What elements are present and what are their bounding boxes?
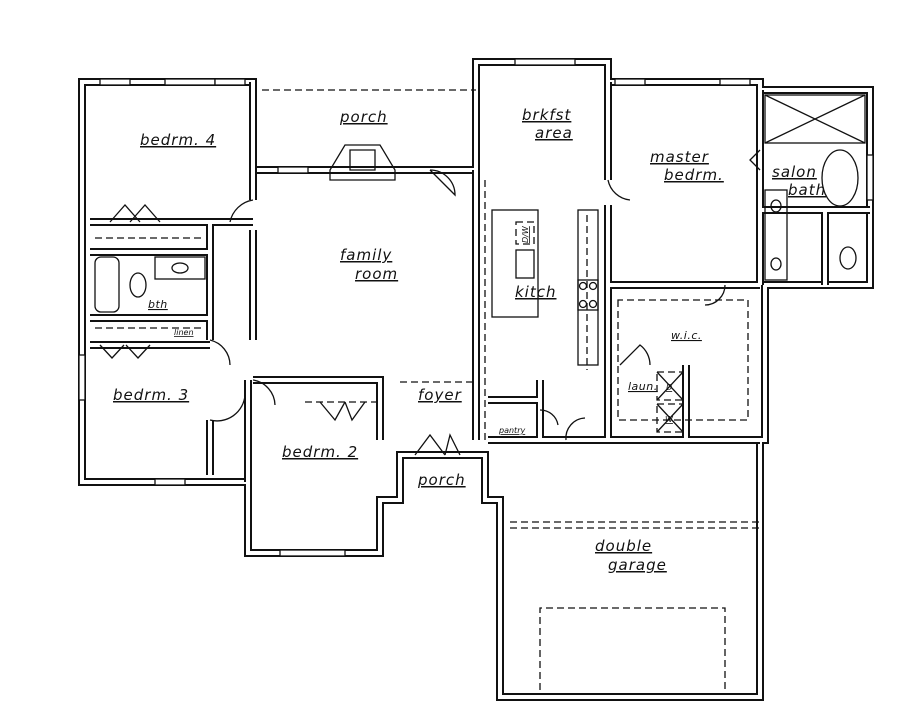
- door-swing: [252, 379, 276, 406]
- master-toilet: [839, 246, 857, 270]
- door-swing: [704, 284, 726, 306]
- shelves: [95, 215, 588, 403]
- dishwasher: [515, 221, 535, 245]
- shower: [764, 94, 866, 144]
- door-swing: [565, 417, 586, 441]
- burner: [578, 299, 588, 309]
- door-swing: [229, 199, 254, 223]
- label-wic: w.i.c.: [671, 329, 702, 342]
- label-bedroom-4: bedrm. 4: [140, 131, 216, 149]
- label-breakfast-1: brkfst: [522, 106, 571, 124]
- dryer: [656, 371, 684, 401]
- label-garage-2: garage: [608, 556, 667, 574]
- bathtub: [94, 256, 120, 313]
- label-garage-1: double: [595, 537, 652, 555]
- closet-doors: [319, 401, 366, 422]
- entry-doors: [414, 433, 461, 456]
- label-master-2: bedrm.: [664, 166, 724, 184]
- label-laundry: laun.: [628, 380, 658, 393]
- label-dishwasher: D/W: [521, 225, 530, 243]
- closet-shelf: [617, 299, 749, 421]
- label-foyer: foyer: [418, 386, 462, 404]
- washer: [656, 403, 684, 433]
- label-family-1: family: [340, 246, 392, 264]
- label-bath: bth: [148, 298, 168, 311]
- counter: [577, 209, 599, 366]
- door-swing: [539, 409, 559, 426]
- door-swing: [209, 394, 246, 422]
- door-swing: [607, 179, 631, 201]
- closet-doors: [99, 344, 151, 359]
- label-dryer: D: [666, 383, 672, 392]
- label-front-porch: porch: [417, 471, 466, 489]
- closet-doors: [109, 204, 161, 223]
- sink: [515, 249, 535, 279]
- master-vanity: [764, 189, 788, 281]
- burner: [588, 299, 598, 309]
- label-family-2: room: [355, 265, 398, 283]
- range: [577, 279, 599, 311]
- label-bedroom-2: bedrm. 2: [282, 443, 358, 461]
- toilet: [129, 272, 147, 298]
- label-linen: linen: [174, 328, 194, 337]
- door-swing: [619, 344, 651, 366]
- basin: [171, 262, 189, 274]
- room-labels: bedrm. 4 porch brkfst area master bedrm.…: [113, 106, 826, 574]
- label-breakfast-2: area: [535, 124, 573, 142]
- label-rear-porch: porch: [339, 108, 388, 126]
- label-salon-1: salon: [772, 163, 817, 181]
- door-swing: [749, 149, 761, 171]
- burner: [578, 281, 588, 291]
- label-pantry: pantry: [498, 426, 525, 435]
- label-master-1: master: [650, 148, 709, 166]
- label-bedroom-3: bedrm. 3: [113, 386, 189, 404]
- tub: [821, 149, 859, 207]
- door-swing: [209, 339, 231, 366]
- garage-door: [539, 607, 726, 690]
- fireplace: [329, 144, 396, 181]
- walls: [78, 58, 874, 701]
- door-swing: [429, 169, 456, 197]
- vanity: [154, 256, 206, 280]
- windows: [78, 58, 874, 557]
- burner: [588, 281, 598, 291]
- kitchen-island: [491, 209, 539, 318]
- label-washer: W: [665, 415, 674, 424]
- garage-step: [510, 521, 760, 529]
- label-kitchen: kitch: [515, 283, 557, 301]
- fixtures: [94, 89, 866, 690]
- label-salon-2: bath: [788, 181, 826, 199]
